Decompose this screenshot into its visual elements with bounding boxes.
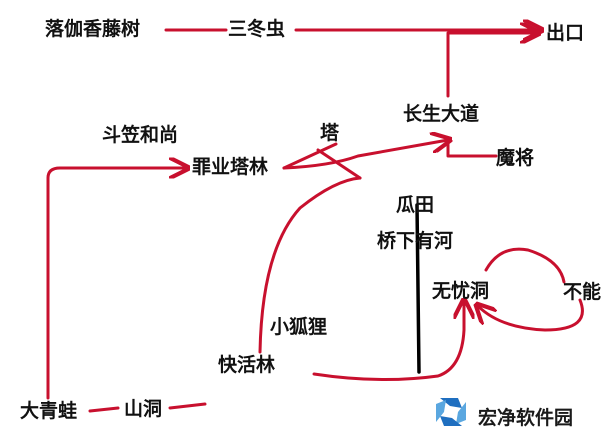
edge-branch-down bbox=[316, 148, 362, 180]
node-guatian: 瓜田 bbox=[396, 194, 435, 216]
edge-daqingwa-zuiye bbox=[46, 168, 186, 400]
edge-buneng-wuyou bbox=[478, 298, 584, 332]
node-chukou: 出口 bbox=[546, 22, 585, 44]
node-kuaihuolin: 快活林 bbox=[218, 354, 276, 376]
node-buneng: 不能 bbox=[563, 281, 602, 303]
edge-xiaohuli-changsheng bbox=[258, 176, 362, 354]
node-luojia: 落伽香藤树 bbox=[45, 18, 141, 40]
edge-changsheng-mojiang bbox=[446, 138, 498, 158]
edge-kuaihuolin-wuyou bbox=[312, 302, 464, 382]
edge-shandong-tail bbox=[168, 402, 207, 410]
watermark-text: 宏净软件园 bbox=[478, 407, 574, 429]
divider-line bbox=[415, 203, 421, 374]
node-shandong: 山洞 bbox=[124, 398, 163, 420]
node-wuyou: 无忧洞 bbox=[432, 280, 490, 302]
node-sandong: 三冬虫 bbox=[228, 18, 286, 40]
node-daqingwa: 大青蛙 bbox=[20, 400, 78, 422]
node-doulihe: 斗笠和尚 bbox=[102, 124, 179, 146]
edge-changsheng-chukou bbox=[446, 33, 537, 98]
node-changsheng: 长生大道 bbox=[403, 103, 480, 125]
edge-wuyou-buneng bbox=[484, 247, 566, 284]
node-xiaohuli: 小狐狸 bbox=[270, 316, 328, 338]
node-qiaoxia: 桥下有河 bbox=[377, 230, 454, 252]
edge-zuiye-changsheng bbox=[282, 140, 448, 170]
node-mojiang: 魔将 bbox=[496, 147, 535, 169]
edge-daqingwa-shandong bbox=[88, 406, 120, 413]
site-logo-icon bbox=[436, 398, 466, 426]
node-zuiye: 罪业塔林 bbox=[192, 156, 269, 178]
edge-zuiye-ta bbox=[282, 142, 338, 170]
node-ta: 塔 bbox=[320, 122, 340, 144]
